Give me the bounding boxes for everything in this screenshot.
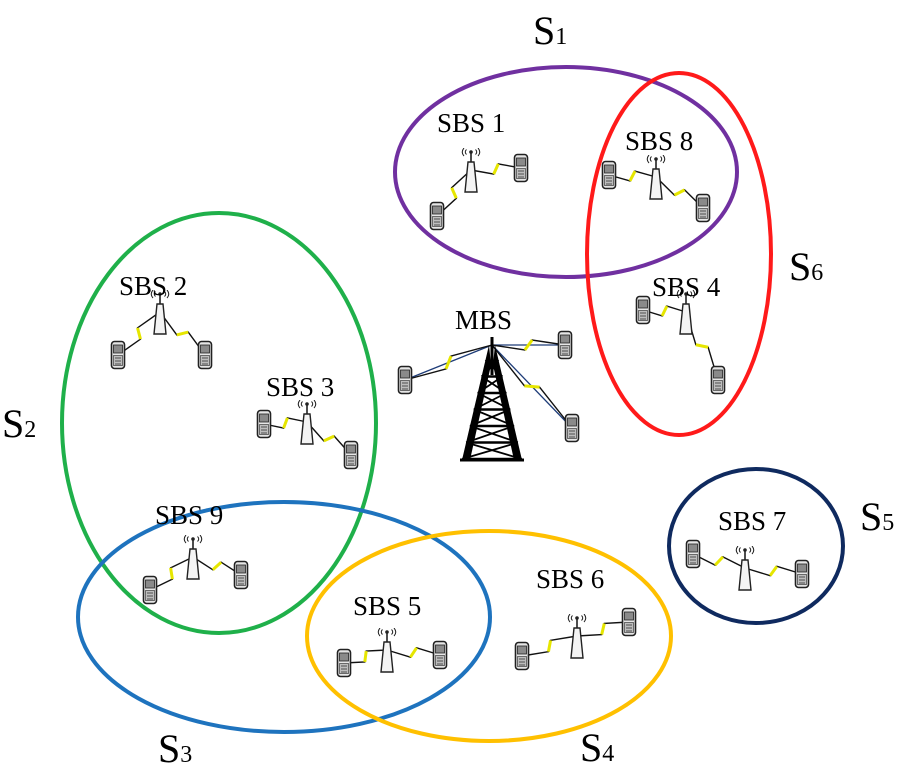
mobile-phone-icon — [685, 539, 701, 569]
set-label-s2: S2 — [2, 401, 36, 446]
small-cell-7 — [685, 539, 810, 591]
set-label-s6: S6 — [789, 244, 823, 289]
tower-brace — [477, 392, 511, 411]
small-antenna-icon — [297, 400, 317, 445]
mbs-label: MBS — [455, 305, 512, 335]
mobile-phone-icon — [695, 193, 711, 223]
tower-brace — [465, 441, 523, 460]
lightning-link-icon-flash — [450, 187, 458, 199]
tower-structure — [460, 337, 524, 462]
mobile-phone-icon — [336, 648, 352, 678]
set-label-s3: S3 — [158, 726, 192, 769]
mobile-phone-icon — [256, 409, 272, 439]
coverage-ellipse-s3 — [76, 500, 492, 734]
mobile-phone-icon — [635, 295, 651, 325]
cell-tower-icon — [397, 330, 580, 462]
lightning-link-icon-flash — [169, 567, 174, 580]
lightning-link-icon-flash — [695, 343, 709, 349]
mobile-phone-icon — [197, 340, 213, 370]
tower-brace — [469, 425, 519, 444]
sbs-7-label: SBS 7 — [718, 506, 786, 536]
lightning-link-icon-flash — [524, 384, 540, 389]
tower-brace — [473, 408, 515, 427]
small-cell-3 — [256, 400, 359, 470]
small-cell-4 — [635, 290, 726, 395]
tower-brace — [469, 408, 511, 427]
mobile-phone-icon — [557, 330, 573, 360]
mobile-phone-icon — [601, 160, 617, 190]
lightning-link-icon-flash — [282, 417, 289, 429]
sbs-2-label: SBS 2 — [119, 271, 187, 301]
small-antenna-icon — [735, 546, 755, 591]
tower-brace — [465, 425, 515, 444]
small-cell-9 — [142, 535, 249, 605]
tower-brace — [477, 375, 503, 394]
mobile-phone-icon — [110, 340, 126, 370]
coverage-ellipse-s1 — [393, 65, 739, 279]
sbs-1-label: SBS 1 — [437, 108, 505, 138]
coverage-ellipse-s6 — [585, 71, 773, 437]
lightning-link-icon-flash — [628, 170, 637, 182]
set-label-s5: S5 — [860, 494, 894, 539]
mobile-phone-icon — [432, 640, 448, 670]
sbs-8-label: SBS 8 — [625, 126, 693, 156]
sbs-9-label: SBS 9 — [155, 500, 223, 530]
lightning-link-icon-flash — [600, 623, 606, 635]
mobile-phone-icon — [513, 153, 529, 183]
sbs-3-label: SBS 3 — [266, 372, 334, 402]
lightning-link-icon-flash — [673, 188, 686, 197]
lightning-link-icon-flash — [363, 650, 368, 663]
lightning-link-icon-flash — [523, 339, 534, 351]
mobile-phone-icon — [233, 560, 249, 590]
mobile-phone-icon — [710, 365, 726, 395]
coverage-ellipse-s5 — [667, 467, 845, 625]
lightning-link-icon-flash — [444, 355, 453, 370]
cells — [110, 148, 810, 678]
mobile-phone-icon — [142, 575, 158, 605]
small-cell-6 — [514, 607, 637, 671]
small-cell-5 — [336, 628, 448, 678]
coverage-ellipse-s2 — [60, 211, 378, 635]
lightning-link-icon-flash — [492, 163, 500, 175]
tower-brace — [473, 392, 507, 411]
small-antenna-icon — [183, 535, 203, 580]
mobile-phone-icon — [343, 440, 359, 470]
tower-brace — [461, 441, 519, 460]
lightning-link-icon-flash — [176, 330, 189, 337]
mobile-phone-icon — [621, 607, 637, 637]
lightning-link-icon-flash — [323, 434, 335, 443]
coverage-ellipse-s4 — [305, 529, 673, 743]
small-antenna-icon — [646, 155, 666, 200]
coverage-sets — [60, 65, 845, 743]
mobile-phone-icon — [397, 365, 413, 395]
small-antenna-icon — [461, 148, 481, 193]
mobile-phone-icon — [794, 559, 810, 589]
small-cell-8 — [601, 155, 711, 223]
small-cell-1 — [429, 148, 529, 231]
small-cell-2 — [110, 290, 213, 370]
set-label-s1: S1 — [533, 8, 567, 53]
tower-brace — [484, 359, 504, 378]
tower-brace — [480, 359, 500, 378]
tower-brace — [481, 375, 507, 394]
sbs-5-label: SBS 5 — [353, 591, 421, 621]
sbs-6-label: SBS 6 — [536, 564, 604, 594]
lightning-link-icon-flash — [211, 561, 223, 571]
mobile-phone-icon — [429, 201, 445, 231]
lightning-link-icon-flash — [714, 555, 724, 567]
lightning-link-icon-flash — [409, 646, 418, 659]
set-label-s4: S4 — [580, 725, 614, 769]
lightning-link-icon-flash — [136, 327, 142, 340]
mobile-phone-icon — [514, 641, 530, 671]
sbs-4-label: SBS 4 — [652, 272, 721, 302]
lightning-link-icon-flash — [660, 305, 669, 317]
lightning-link-icon-flash — [546, 640, 553, 652]
lightning-link-icon-flash — [768, 565, 779, 577]
mobile-phone-icon — [564, 413, 580, 443]
